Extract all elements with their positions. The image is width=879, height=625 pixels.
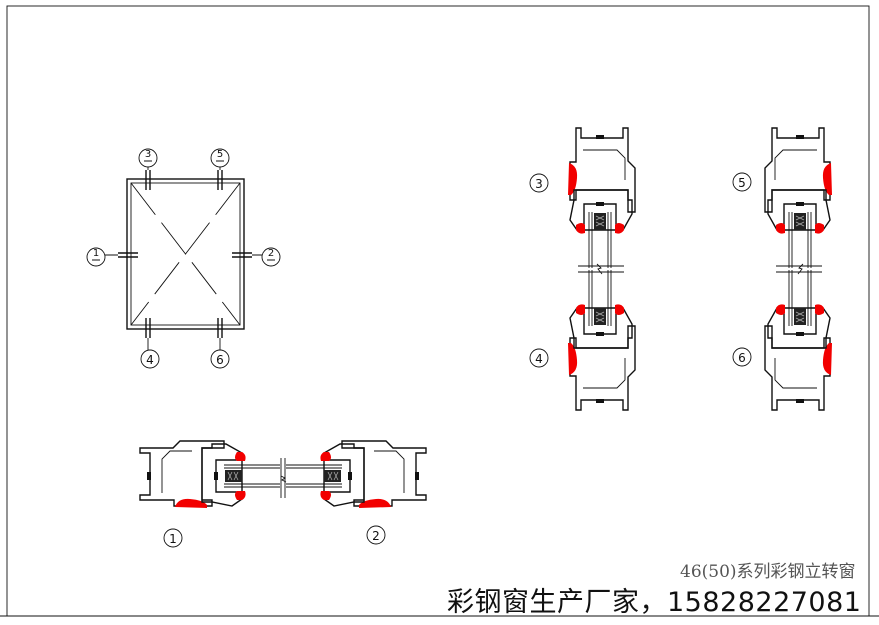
elevation-marker-1: 1 [86,247,106,267]
watermark-text: 彩钢窗生产厂家，15828227081 [447,587,862,618]
section-5-6-profile [765,128,832,410]
svg-text:6: 6 [738,351,746,365]
svg-text:1: 1 [93,248,99,259]
svg-text:3: 3 [535,177,543,191]
section-label-5: 5 [732,172,752,192]
section-2-profile [285,440,427,509]
svg-text:5: 5 [738,176,746,190]
svg-text:2: 2 [268,248,274,259]
window-elevation [105,167,262,350]
elevation-marker-4: 4 [140,349,160,369]
elevation-marker-3: 3 [138,148,158,168]
section-label-3: 3 [529,173,549,193]
svg-text:4: 4 [535,352,543,366]
svg-text:5: 5 [217,149,223,160]
section-label-6: 6 [732,347,752,367]
section-3-4-profile [568,128,635,410]
svg-text:1: 1 [169,532,177,546]
section-label-1: 1 [163,528,183,548]
svg-text:4: 4 [146,353,154,367]
svg-text:3: 3 [145,149,151,160]
elevation-marker-5: 5 [210,148,230,168]
section-label-2: 2 [366,525,386,545]
drawing-title: 46(50)系列彩钢立转窗 [680,562,856,582]
svg-text:6: 6 [216,353,224,367]
elevation-marker-6: 6 [210,349,230,369]
elevation-marker-2: 2 [261,247,281,267]
sheet-border [6,5,870,617]
svg-text:2: 2 [372,529,380,543]
section-1-profile [140,441,286,508]
section-label-4: 4 [529,348,549,368]
